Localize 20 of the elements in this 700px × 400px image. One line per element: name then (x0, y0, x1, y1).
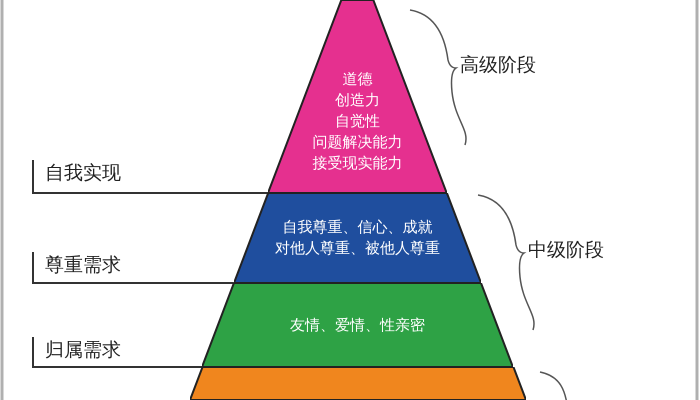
level-label: 尊重需求 (33, 252, 121, 278)
pyramid-layer (234, 193, 482, 283)
pyramid-layer (202, 283, 513, 367)
level-label: 归属需求 (33, 337, 121, 363)
level-label: 自我实现 (33, 160, 121, 186)
stage-label: 高级阶段 (460, 53, 536, 78)
layer-text: 接受现实能力 (312, 153, 402, 174)
layer-text: 自我尊重、信心、成就 (282, 217, 432, 238)
layer-text: 创造力 (334, 90, 380, 111)
layer-text: 友情、爱情、性亲密 (290, 314, 425, 336)
pyramid-layer (190, 367, 526, 400)
leader-line (32, 337, 202, 368)
layer-text: 自觉性 (334, 111, 380, 132)
leader-line (32, 252, 234, 284)
layer-text: 对他人尊重、被他人尊重 (274, 238, 440, 259)
layer-text: 问题解决能力 (312, 132, 402, 153)
pyramid-layer (268, 0, 447, 193)
layer-text: 道德 (342, 69, 372, 90)
stage-label: 中级阶段 (528, 238, 604, 263)
leader-line (32, 160, 268, 194)
